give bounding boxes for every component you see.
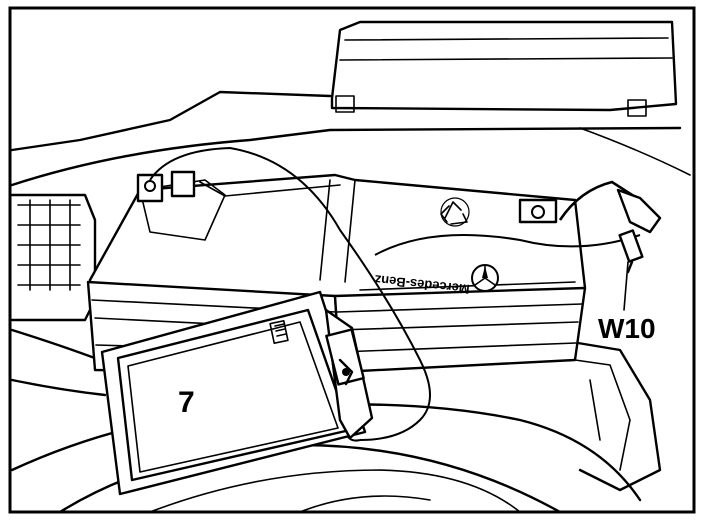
meter-number-label: 7	[178, 386, 195, 419]
w10-label: W10	[598, 313, 656, 344]
mercedes-star-icon	[471, 264, 499, 292]
recycle-icon	[440, 197, 470, 227]
w10-connector	[616, 188, 662, 274]
battery-terminal-negative	[136, 170, 196, 203]
battery-terminal-positive	[518, 198, 558, 224]
test-cable	[149, 146, 431, 441]
w10-leader-line	[623, 261, 629, 311]
w10-cable-2	[558, 180, 641, 221]
w10-cable	[374, 234, 641, 256]
figure-frame	[8, 6, 696, 514]
meter-7: 7	[100, 290, 374, 496]
